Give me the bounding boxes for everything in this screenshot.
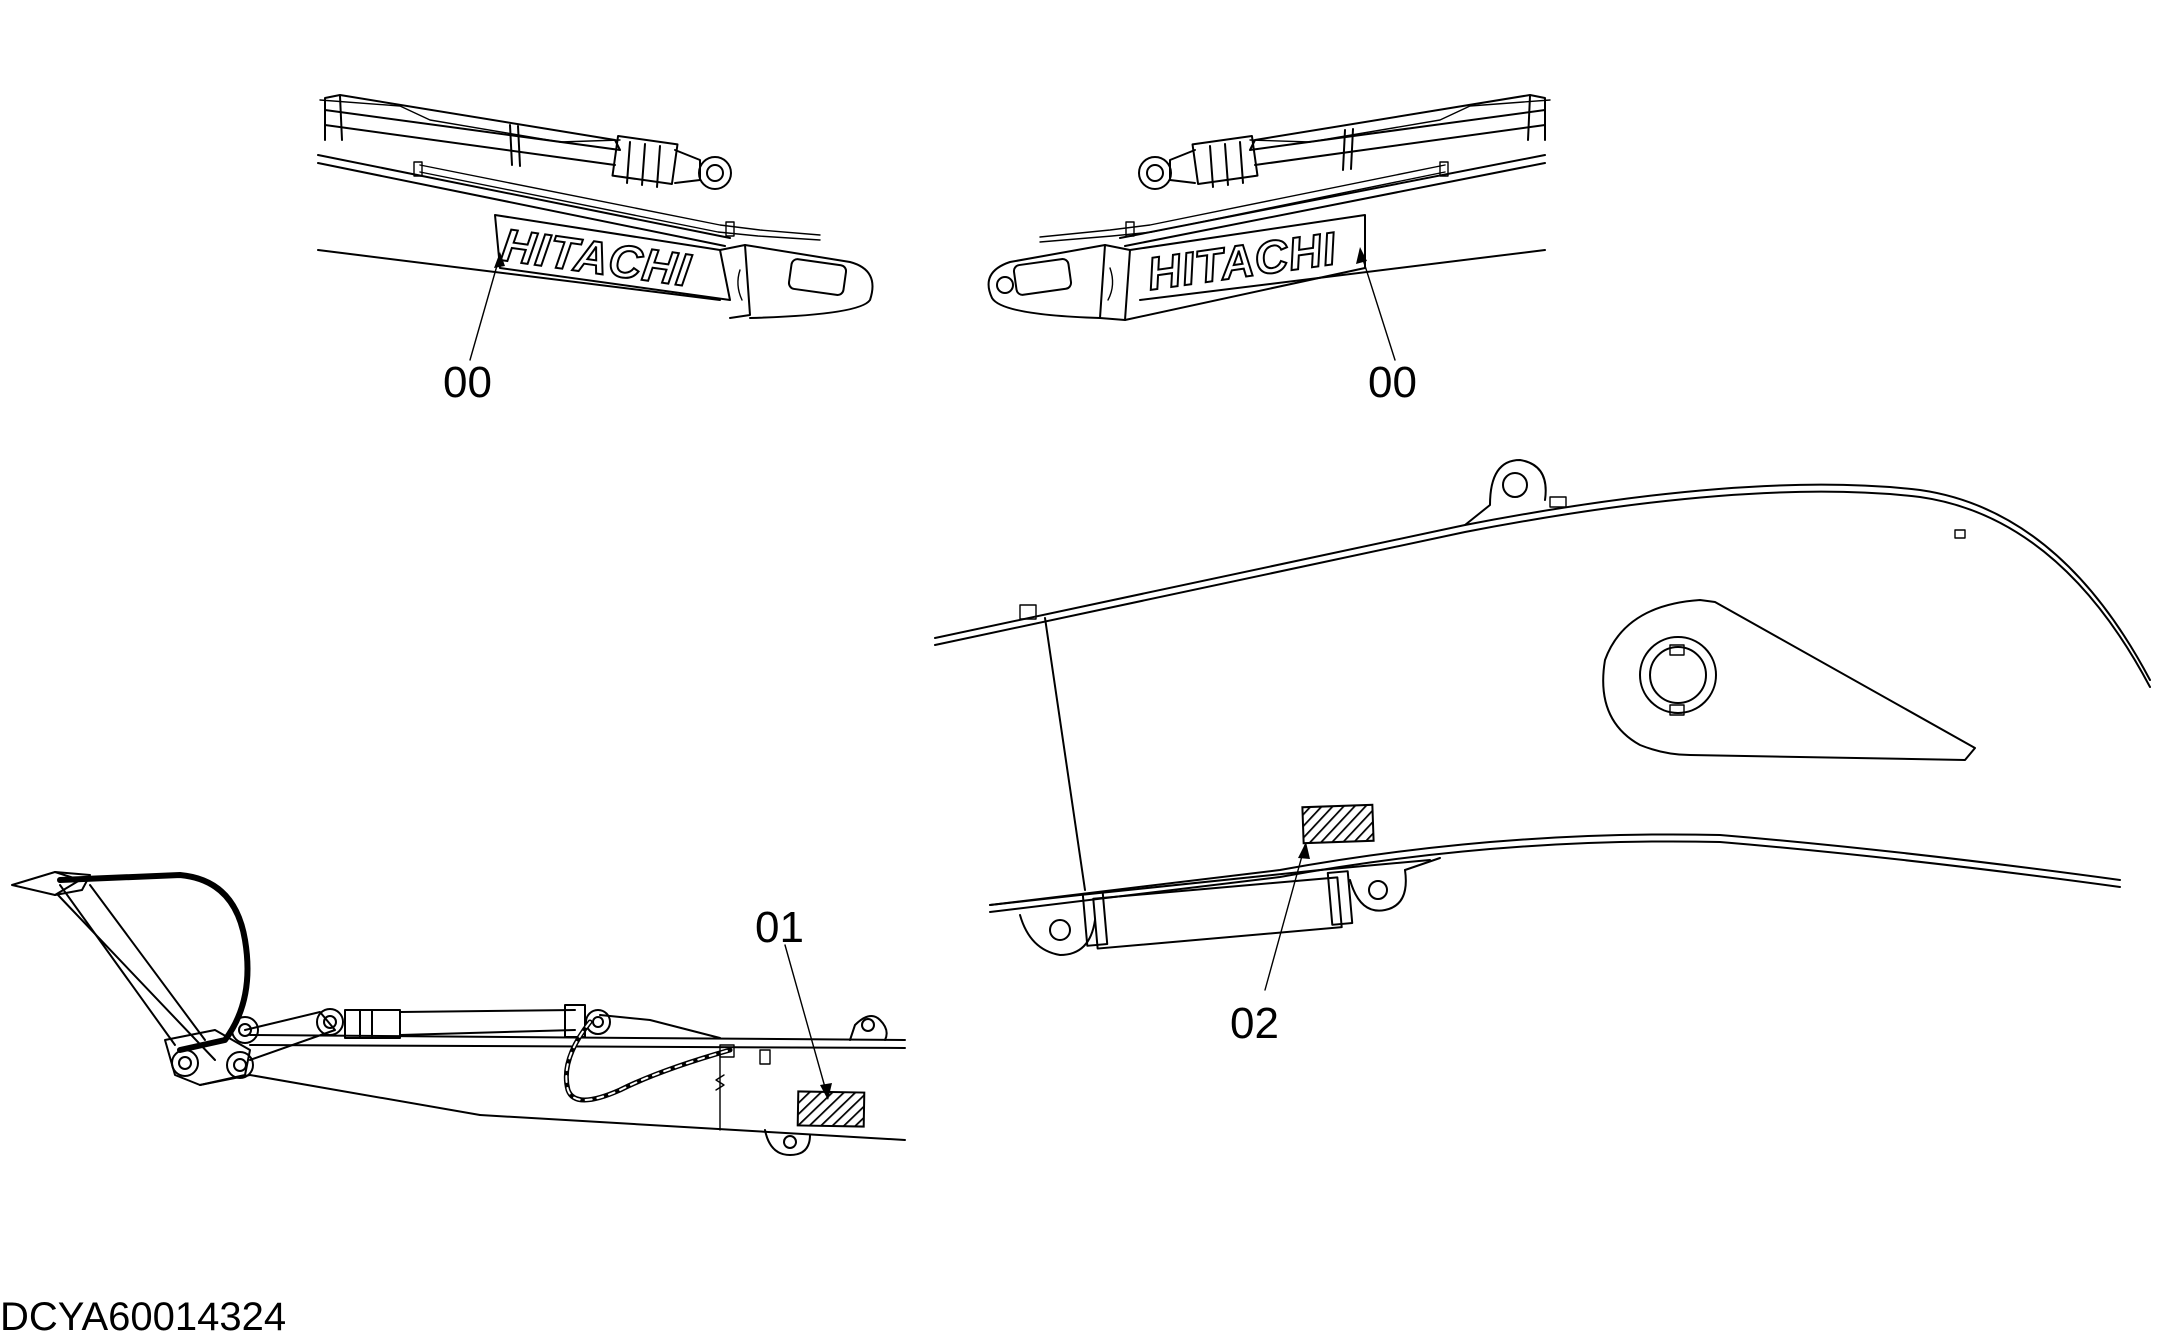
arm-bottom-view: 01 <box>11 871 906 1156</box>
boom-view: 02 <box>934 459 2151 1048</box>
arm-right-view: HITACHI 00 <box>987 94 1551 407</box>
callout-boom-plate: 02 <box>1230 999 1279 1048</box>
callout-arm-plate: 01 <box>755 903 804 952</box>
plate-01-hatch <box>796 1090 866 1128</box>
callout-decal-left: 00 <box>443 358 492 407</box>
brand-decal-right: HITACHI <box>1144 222 1340 300</box>
plate-02-hatch <box>1301 803 1375 845</box>
arm-left-view: HITACHI 00 <box>317 94 874 407</box>
document-id: DCYA60014324 <box>0 1295 286 1339</box>
callout-decal-right: 00 <box>1368 358 1417 407</box>
